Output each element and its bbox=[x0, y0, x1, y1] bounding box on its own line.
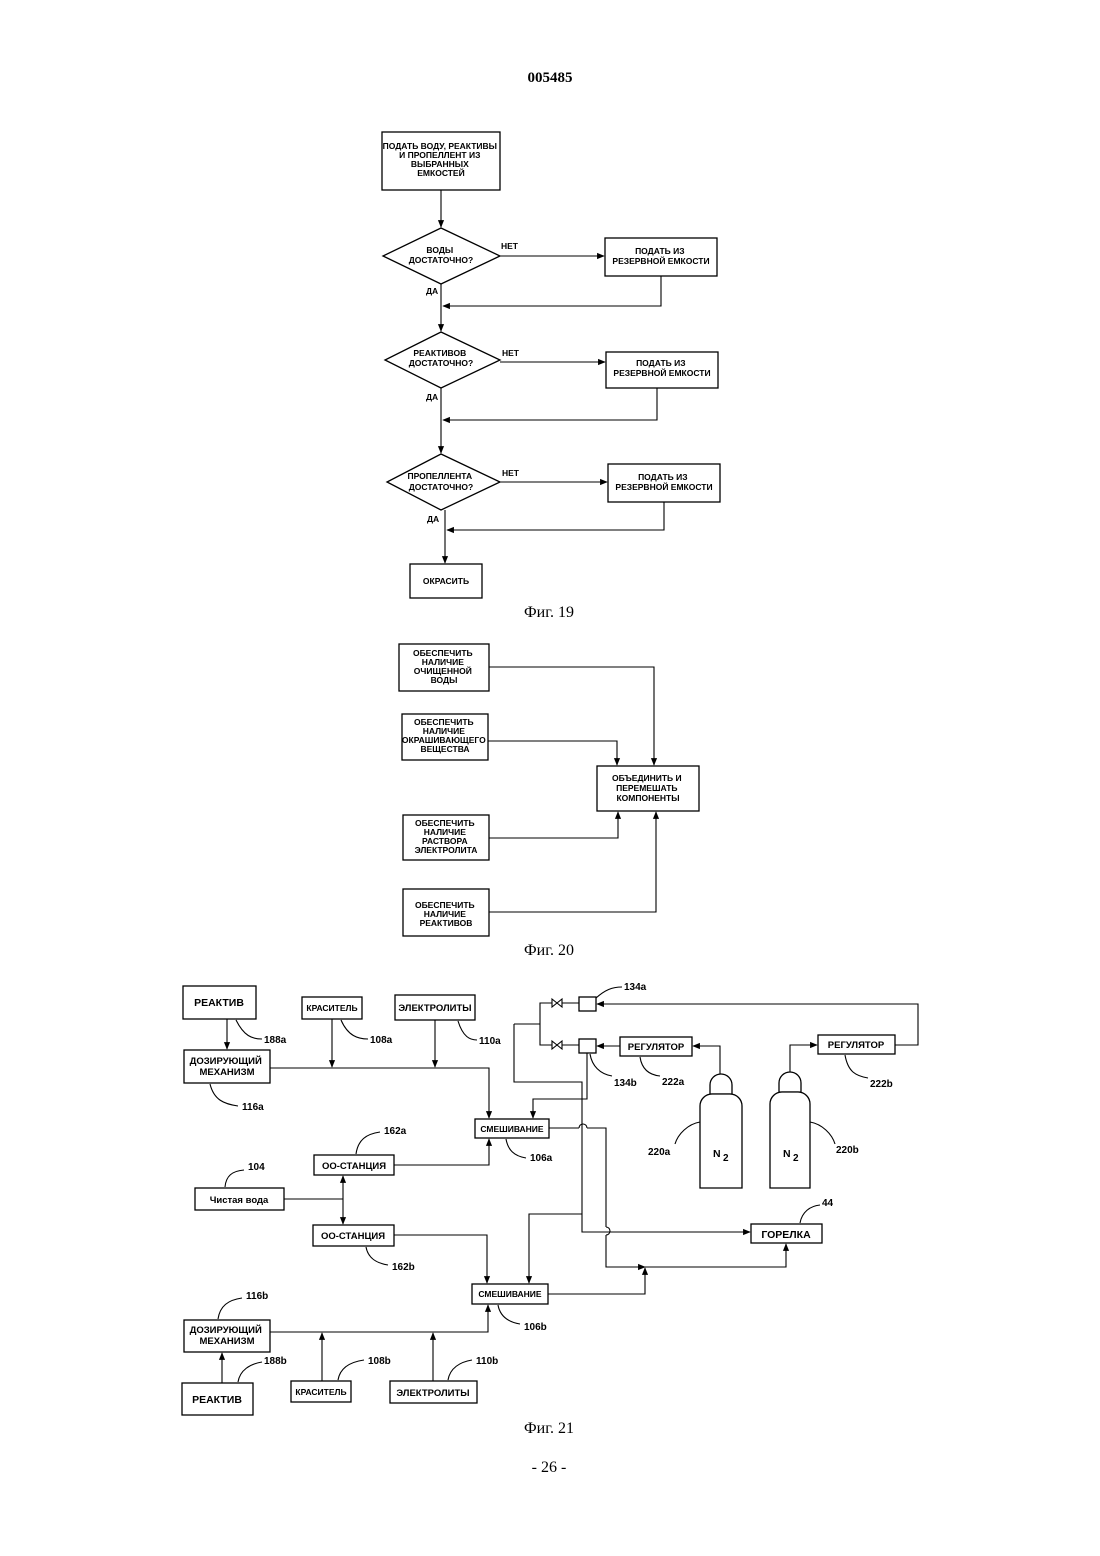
fig19-yes-label-1: ДА bbox=[426, 286, 438, 296]
fig20-caption: Фиг. 20 bbox=[524, 942, 574, 959]
fig21-n2-sub-a: 2 bbox=[723, 1153, 729, 1164]
n2-cylinder-a-icon bbox=[700, 1074, 742, 1188]
figure-19-flowchart: ПОДАТЬ ВОДУ, РЕАКТИВЫ И ПРОПЕЛЛЕНТ ИЗ ВЫ… bbox=[382, 132, 720, 598]
fig21-n2-label-a: N bbox=[713, 1148, 721, 1160]
fig20-electrolyte-text: ОБЕСПЕЧИТЬ НАЛИЧИЕ РАСТВОРА ЭЛЕКТРОЛИТА bbox=[415, 818, 478, 855]
ref-116b: 116b bbox=[246, 1291, 268, 1302]
document-number: 005485 bbox=[528, 70, 573, 86]
fig21-regulator-a-text: РЕГУЛЯТОР bbox=[628, 1042, 685, 1053]
fig21-regulator-b-text: РЕГУЛЯТОР bbox=[828, 1040, 885, 1051]
ref-44: 44 bbox=[822, 1198, 834, 1209]
fig21-caption: Фиг. 21 bbox=[524, 1420, 574, 1437]
ref-188a: 188a bbox=[264, 1035, 287, 1046]
fig19-caption: Фиг. 19 bbox=[524, 604, 574, 621]
fig21-n2-sub-b: 2 bbox=[793, 1153, 799, 1164]
ref-116a: 116a bbox=[242, 1102, 264, 1113]
fig19-decision-propellant-text: ПРОПЕЛЛЕНТА ДОСТАТОЧНО? bbox=[408, 471, 475, 492]
n2-cylinder-b-icon bbox=[770, 1072, 810, 1188]
fig20-combine-text: ОБЪЕДИНИТЬ И ПЕРЕМЕШАТЬ КОМПОНЕНТЫ bbox=[612, 773, 684, 803]
page-number: - 26 - bbox=[532, 1459, 567, 1476]
fig19-yes-label-3: ДА bbox=[427, 514, 439, 524]
fig19-yes-label-2: ДА bbox=[426, 392, 438, 402]
ref-222a: 222a bbox=[662, 1077, 685, 1088]
ref-222b: 222b bbox=[870, 1079, 893, 1090]
ref-106a: 106a bbox=[530, 1153, 553, 1164]
figure-20-flowchart: ОБЕСПЕЧИТЬ НАЛИЧИЕ ОЧИЩЕННОЙ ВОДЫ ОБЕСПЕ… bbox=[399, 644, 699, 936]
fig21-reagent-text-top: РЕАКТИВ bbox=[194, 997, 244, 1009]
ref-110b: 110b bbox=[476, 1356, 498, 1367]
fig21-electrolytes-text-bottom: ЭЛЕКТРОЛИТЫ bbox=[396, 1388, 469, 1399]
fig21-solenoid-134b bbox=[579, 1039, 596, 1053]
ref-134a: 134a bbox=[624, 982, 647, 993]
fig21-doser-text-bottom: ДОЗИРУЮЩИЙ МЕХАНИЗМ bbox=[190, 1324, 265, 1347]
ref-108a: 108a bbox=[370, 1035, 393, 1046]
ref-106b: 106b bbox=[524, 1322, 547, 1333]
fig21-dye-text-bottom: КРАСИТЕЛЬ bbox=[295, 1387, 346, 1397]
valve-icon-upper bbox=[552, 999, 562, 1007]
fig21-electrolytes-text-top: ЭЛЕКТРОЛИТЫ bbox=[398, 1003, 471, 1014]
fig19-no-label-1: НЕТ bbox=[501, 241, 519, 251]
fig19-decision-reagents-text: РЕАКТИВОВ ДОСТАТОЧНО? bbox=[409, 348, 473, 368]
fig21-pure-water-text: Чистая вода bbox=[210, 1195, 269, 1206]
ref-220b: 220b bbox=[836, 1145, 859, 1156]
fig21-mixing-text-b: СМЕШИВАНИЕ bbox=[478, 1289, 542, 1299]
ref-108b: 108b bbox=[368, 1356, 391, 1367]
figure-21-schematic: РЕАКТИВ КРАСИТЕЛЬ ЭЛЕКТРОЛИТЫ ДОЗИРУЮЩИЙ… bbox=[182, 982, 918, 1415]
fig21-dye-text-top: КРАСИТЕЛЬ bbox=[306, 1003, 357, 1013]
ref-134b: 134b bbox=[614, 1078, 637, 1089]
fig21-n2-label-b: N bbox=[783, 1148, 791, 1160]
fig21-ro-station-b-text: ОО-СТАНЦИЯ bbox=[321, 1231, 385, 1242]
fig21-ro-station-a-text: ОО-СТАНЦИЯ bbox=[322, 1161, 386, 1172]
fig21-solenoid-134a bbox=[579, 997, 596, 1011]
valve-icon-lower bbox=[552, 1041, 562, 1049]
fig21-doser-text-top: ДОЗИРУЮЩИЙ МЕХАНИЗМ bbox=[190, 1055, 265, 1078]
ref-162b: 162b bbox=[392, 1262, 415, 1273]
fig21-burner-text: ГОРЕЛКА bbox=[761, 1229, 811, 1241]
fig19-no-label-3: НЕТ bbox=[502, 468, 520, 478]
ref-188b: 188b bbox=[264, 1356, 287, 1367]
fig20-reagents-text: ОБЕСПЕЧИТЬ НАЛИЧИЕ РЕАКТИВОВ bbox=[415, 900, 477, 928]
ref-162a: 162a bbox=[384, 1126, 407, 1137]
ref-110a: 110a bbox=[479, 1036, 501, 1047]
fig19-no-label-2: НЕТ bbox=[502, 348, 520, 358]
fig21-mixing-text-a: СМЕШИВАНИЕ bbox=[480, 1124, 544, 1134]
ref-220a: 220a bbox=[648, 1147, 671, 1158]
fig19-end-text: ОКРАСИТЬ bbox=[423, 576, 469, 586]
ref-104: 104 bbox=[248, 1162, 265, 1173]
fig21-reagent-text-bottom: РЕАКТИВ bbox=[192, 1394, 242, 1406]
